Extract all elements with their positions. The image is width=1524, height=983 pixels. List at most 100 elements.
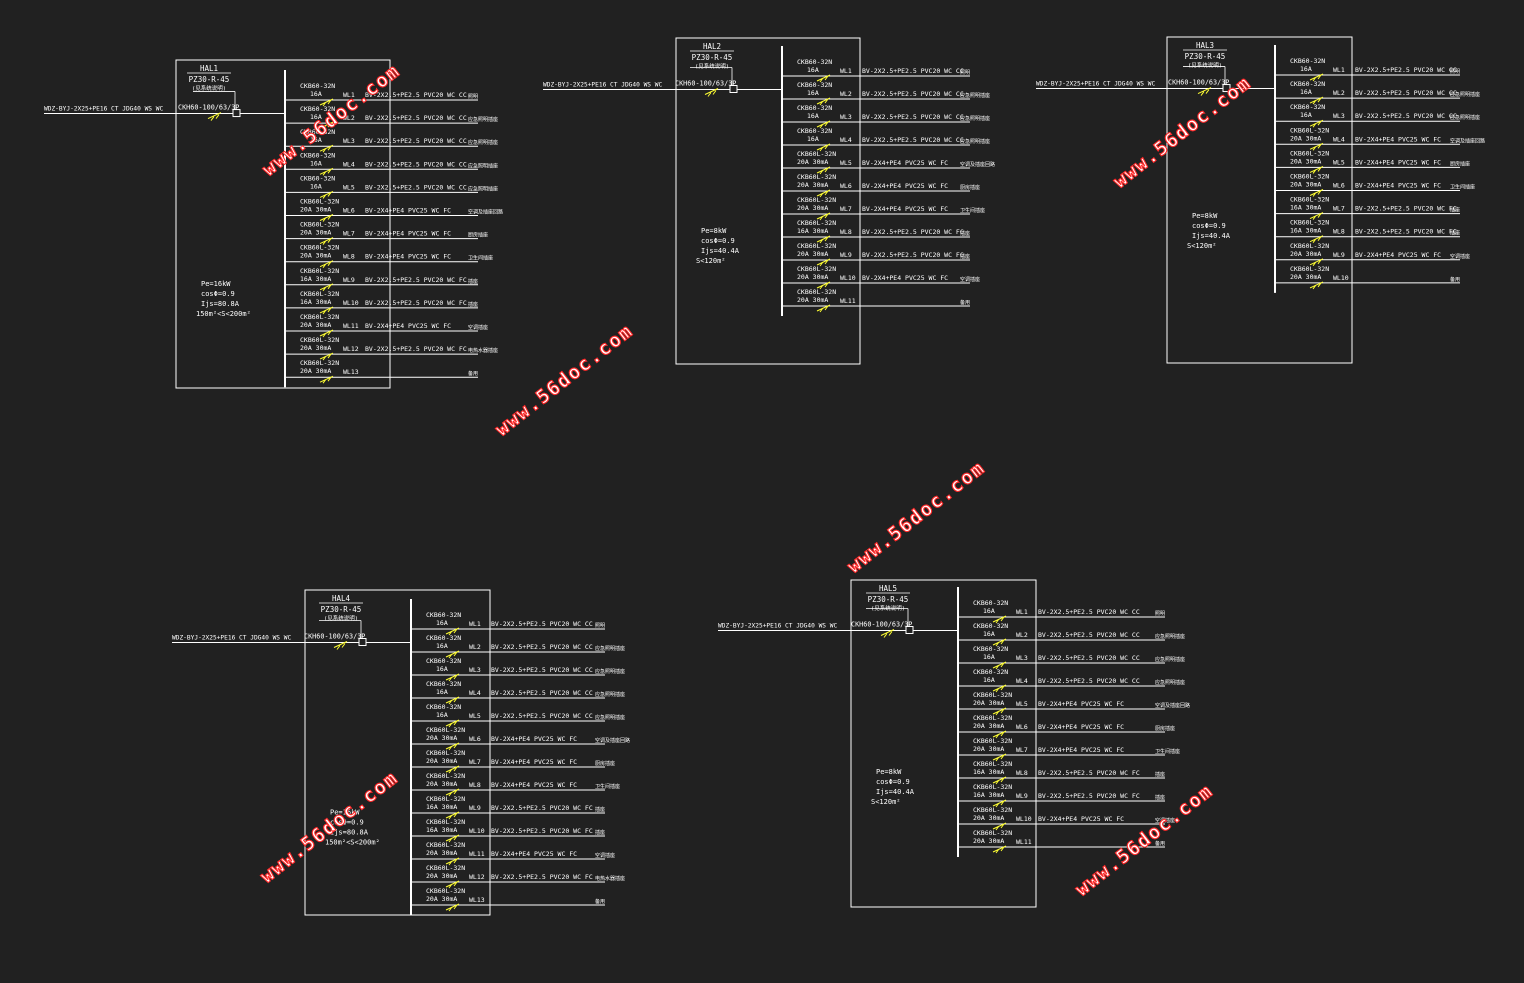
breaker-model: CKB60L-32N: [426, 887, 465, 895]
main-breaker-symbol: [704, 88, 719, 97]
circuit-id: WL7: [1016, 746, 1028, 754]
breaker-rating: 20A 30mA: [797, 181, 828, 189]
circuit-id: WL11: [343, 322, 359, 330]
cable-spec: BV-2X2.5+PE2.5 PVC20 WC CC: [1355, 112, 1457, 120]
load-name: 卫生间插座: [960, 207, 985, 214]
circuit-id: WL3: [469, 666, 481, 674]
breaker-symbol: [445, 811, 460, 820]
load-name: 照明: [468, 94, 478, 100]
circuit-id: WL2: [1333, 89, 1345, 97]
cable-spec: BV-2X4+PE4 PVC25 WC FC: [1355, 158, 1441, 166]
breaker-rating: 16A: [436, 688, 448, 696]
cable-spec: BV-2X2.5+PE2.5 PVC20 WC FC: [862, 251, 964, 259]
breaker-symbol: [1309, 235, 1324, 243]
breaker-symbol: [816, 281, 831, 290]
breaker-symbol: [445, 673, 460, 682]
load-name: 厨房插座: [960, 184, 980, 191]
breaker-model: CKB60L-32N: [426, 726, 465, 734]
circuit-id: WL10: [343, 299, 359, 307]
breaker-rating: 16A 30mA: [973, 768, 1004, 776]
load-name: 应急照明插座: [960, 92, 990, 99]
main-breaker-label: CKH60-100/63/3P: [178, 104, 239, 112]
breaker-model: CKB60-32N: [426, 611, 461, 619]
circuit-id: WL8: [1333, 228, 1345, 236]
breaker-symbol: [319, 144, 334, 153]
breaker-rating: 16A: [436, 711, 448, 719]
breaker-symbol: [816, 258, 831, 267]
circuit-id: WL6: [1333, 182, 1345, 190]
load-name: 应急照明插座: [595, 691, 625, 698]
breaker-symbol: [992, 822, 1007, 831]
breaker-symbol: [816, 120, 831, 129]
circuit-id: WL3: [840, 113, 852, 121]
cable-spec: BV-2X2.5+PE2.5 PVC20 WC CC: [491, 689, 593, 697]
breaker-model: CKB60L-32N: [426, 749, 465, 757]
panel-name: HAL4: [332, 594, 351, 603]
breaker-model: CKB60-32N: [426, 634, 461, 642]
circuit-id: WL4: [840, 136, 852, 144]
breaker-rating: 16A 30mA: [300, 275, 331, 283]
breaker-model: CKB60L-32N: [300, 336, 339, 344]
cable-spec: BV-2X2.5+PE2.5 PVC20 WC FC: [1355, 205, 1457, 213]
cable-spec: BV-2X2.5+PE2.5 PVC20 WC CC: [491, 620, 593, 628]
breaker-symbol: [992, 776, 1007, 785]
watermark-text: www.56doc.com: [843, 457, 989, 578]
breaker-rating: 16A: [1300, 88, 1312, 96]
breaker-rating: 16A 30mA: [973, 791, 1004, 799]
cable-spec: BV-2X4+PE4 PVC25 WC FC: [1355, 251, 1441, 259]
breaker-model: CKB60-32N: [973, 645, 1008, 653]
breaker-model: CKB60-32N: [797, 58, 832, 66]
load-name: 照明: [1155, 611, 1165, 617]
main-breaker-symbol: [880, 629, 895, 638]
load-name: 应急照明插座: [595, 668, 625, 675]
cable-spec: BV-2X4+PE4 PVC25 WC FC: [365, 230, 451, 238]
cable-spec: BV-2X4+PE4 PVC25 WC FC: [491, 850, 577, 858]
load-name: 电热水器插座: [595, 875, 625, 882]
breaker-model: CKB60L-32N: [300, 221, 339, 229]
breaker-model: CKB60L-32N: [426, 818, 465, 826]
breaker-rating: 20A 30mA: [426, 895, 457, 903]
load-name: 应急照明插座: [468, 116, 498, 123]
breaker-model: CKB60L-32N: [426, 864, 465, 872]
circuit-id: WL5: [343, 183, 355, 191]
load-name: 应急照明插座: [468, 162, 498, 169]
main-breaker-box: [358, 638, 367, 646]
breaker-symbol: [816, 304, 831, 313]
breaker-model: CKB60L-32N: [300, 359, 339, 367]
breaker-model: CKB60L-32N: [797, 150, 836, 158]
load-name: 应急照明插座: [1450, 91, 1480, 98]
breaker-model: CKB60L-32N: [426, 795, 465, 803]
breaker-symbol: [992, 730, 1007, 739]
breaker-rating: 20A 30mA: [300, 321, 331, 329]
breaker-rating: 16A: [983, 676, 995, 684]
load-name: 卫生间插座: [468, 255, 493, 262]
panel-enclosure: [1166, 36, 1353, 364]
main-breaker-symbol: [333, 641, 348, 650]
load-name: 应急照明插座: [1155, 679, 1185, 686]
main-breaker-symbol: [1197, 87, 1212, 96]
breaker-rating: 16A: [1300, 111, 1312, 119]
circuit-id: WL8: [840, 228, 852, 236]
circuit-id: WL3: [343, 137, 355, 145]
breaker-symbol: [445, 650, 460, 659]
breaker-rating: 16A 30mA: [426, 826, 457, 834]
breaker-model: CKB60L-32N: [973, 691, 1012, 699]
